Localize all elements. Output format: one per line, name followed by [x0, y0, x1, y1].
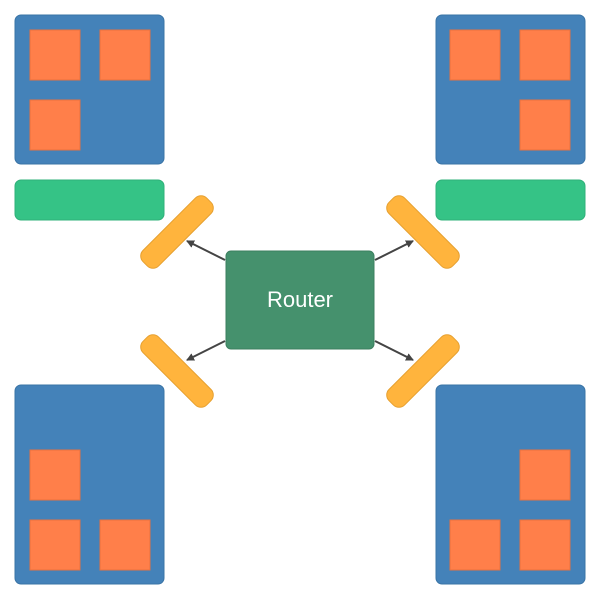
node-tile	[519, 29, 571, 81]
status-bar-top-right	[435, 179, 586, 221]
status-bar-top-left	[14, 179, 165, 221]
node-tile	[519, 449, 571, 501]
connector-bottom-right	[386, 334, 460, 408]
node-tile	[29, 449, 81, 501]
arrow-top-right	[374, 240, 414, 261]
node-tile	[449, 29, 501, 81]
node-top-right[interactable]	[435, 14, 586, 165]
connector-top-right	[386, 195, 460, 269]
node-tile	[29, 29, 81, 81]
node-bottom-right[interactable]	[435, 384, 586, 585]
node-tile	[449, 519, 501, 571]
connector-top-left	[140, 195, 214, 269]
node-tile	[519, 519, 571, 571]
node-tile	[519, 99, 571, 151]
node-top-left[interactable]	[14, 14, 165, 165]
node-tile	[99, 29, 151, 81]
node-bottom-left[interactable]	[14, 384, 165, 585]
router-box[interactable]	[225, 250, 375, 350]
node-tile	[29, 99, 81, 151]
arrow-bottom-left	[186, 340, 226, 361]
node-tile	[29, 519, 81, 571]
node-tile	[99, 519, 151, 571]
connector-bottom-left	[140, 334, 214, 408]
arrow-top-left	[186, 240, 226, 261]
arrow-bottom-right	[374, 340, 414, 361]
